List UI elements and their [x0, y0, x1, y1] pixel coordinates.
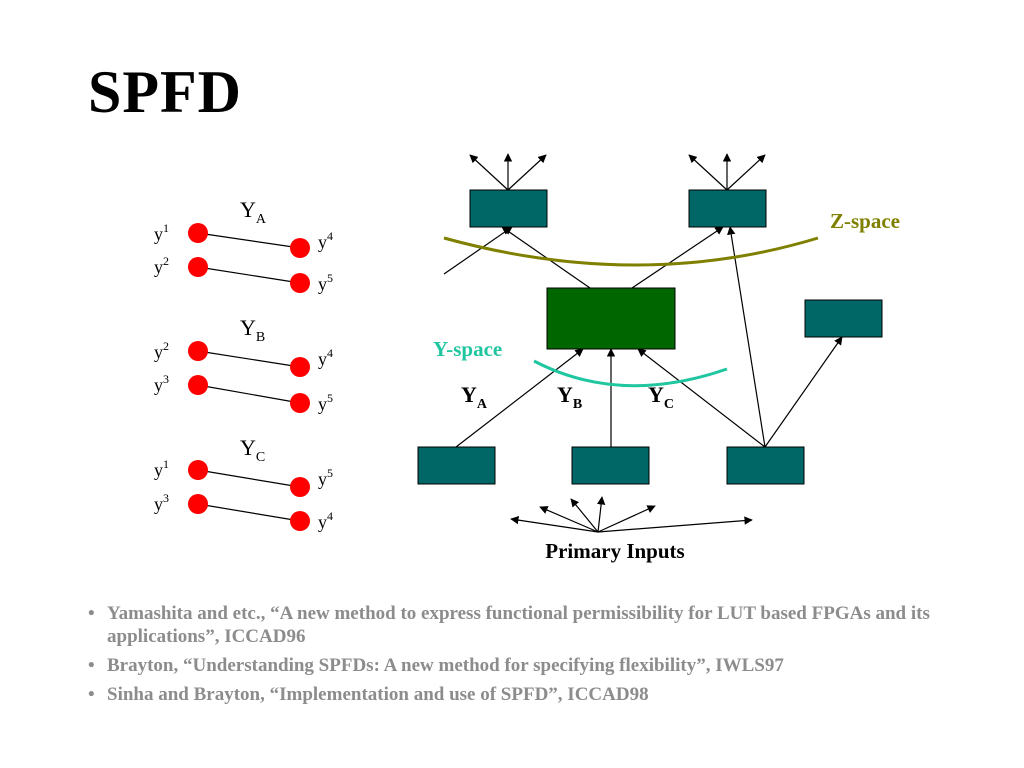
minterm-label: y2: [154, 339, 169, 362]
primary-inputs-label: Primary Inputs: [545, 539, 684, 563]
slide-title: SPFD: [88, 59, 242, 125]
reference-item: • Yamashita and etc., “A new method to ex…: [88, 602, 988, 648]
minterm-label: y1: [154, 221, 169, 244]
minterm-label: y5: [318, 391, 333, 414]
primary-input-edge: [510, 515, 599, 533]
primary-input-edge: [597, 516, 753, 533]
spfd-group-c: YC y1 y3 y5 y4: [154, 435, 333, 532]
minterm-label: y3: [154, 491, 169, 514]
y-space-curve: [533, 359, 728, 388]
output-edge: [726, 154, 766, 191]
fanin-edge: [443, 226, 513, 275]
reference-text: Brayton, “Understanding SPFDs: A new met…: [107, 655, 784, 676]
group-c-label: YC: [240, 435, 265, 465]
minterm-dot: [188, 375, 208, 395]
minterm-dot: [188, 460, 208, 480]
reference-item: • Sinha and Brayton, “Implementation and …: [88, 683, 988, 706]
fanin-edge: [764, 336, 843, 448]
minterm-dot: [188, 257, 208, 277]
bullet-glyph: •: [88, 684, 95, 705]
minterm-dot: [290, 273, 310, 293]
pair-edge: [197, 469, 301, 488]
spfd-diagram: YA y1 y2 y4 y5 YB y2 y3 y4 y5 YC y1 y3 y…: [154, 153, 900, 563]
reference-text: Yamashita and etc., “A new method to exp…: [107, 603, 930, 647]
fanin-edge: [631, 226, 724, 289]
fanin-edge: [637, 348, 766, 448]
bullet-glyph: •: [88, 655, 95, 676]
minterm-label: y5: [318, 271, 333, 294]
edge-label-yc: YC: [648, 382, 674, 412]
bullet-glyph: •: [88, 603, 95, 624]
spfd-group-b: YB y2 y3 y4 y5: [154, 315, 333, 414]
group-a-label: YA: [240, 197, 267, 227]
primary-input-edge: [539, 506, 599, 533]
minterm-dot: [188, 341, 208, 361]
minterm-dot: [290, 357, 310, 377]
minterm-label: y3: [154, 372, 169, 395]
logic-network: [443, 153, 843, 533]
reference-text: Sinha and Brayton, “Implementation and u…: [107, 684, 649, 705]
y-space-label: Y-space: [433, 337, 502, 361]
group-b-label: YB: [240, 315, 265, 345]
pair-edge: [197, 350, 301, 368]
edge-label-ya: YA: [461, 382, 488, 412]
node-target-green: [546, 287, 676, 350]
minterm-label: y4: [318, 229, 333, 252]
node-right: [804, 299, 883, 338]
primary-input-edge: [596, 496, 606, 533]
primary-input-edge: [597, 505, 656, 533]
node-output-left: [469, 189, 548, 228]
fanin-edge: [727, 226, 766, 448]
primary-input-edge: [570, 498, 599, 533]
node-input-c: [726, 446, 805, 485]
fanin-edge: [455, 348, 584, 448]
minterm-dot: [188, 223, 208, 243]
node-input-b: [571, 446, 650, 485]
output-edge: [469, 154, 509, 191]
minterm-dot: [188, 494, 208, 514]
z-space-curve: [443, 236, 819, 267]
output-edge: [507, 154, 547, 191]
edge-label-yb: YB: [557, 382, 582, 412]
minterm-label: y5: [318, 466, 333, 489]
pair-edge: [197, 384, 301, 404]
spfd-group-a: YA y1 y2 y4 y5: [154, 197, 333, 294]
node-output-right: [688, 189, 767, 228]
reference-item: • Brayton, “Understanding SPFDs: A new me…: [88, 654, 988, 677]
minterm-dot: [290, 238, 310, 258]
output-edge: [688, 154, 728, 191]
pair-edge: [197, 503, 301, 522]
minterm-dot: [290, 511, 310, 531]
pair-edge: [197, 266, 301, 284]
minterm-label: y1: [154, 457, 169, 480]
node-input-a: [417, 446, 496, 485]
reference-list: • Yamashita and etc., “A new method to ex…: [88, 602, 988, 712]
z-space-label: Z-space: [830, 209, 900, 233]
minterm-label: y4: [318, 509, 333, 532]
minterm-label: y2: [154, 254, 169, 277]
minterm-dot: [290, 393, 310, 413]
minterm-dot: [290, 477, 310, 497]
pair-edge: [197, 232, 301, 249]
minterm-label: y4: [318, 346, 333, 369]
